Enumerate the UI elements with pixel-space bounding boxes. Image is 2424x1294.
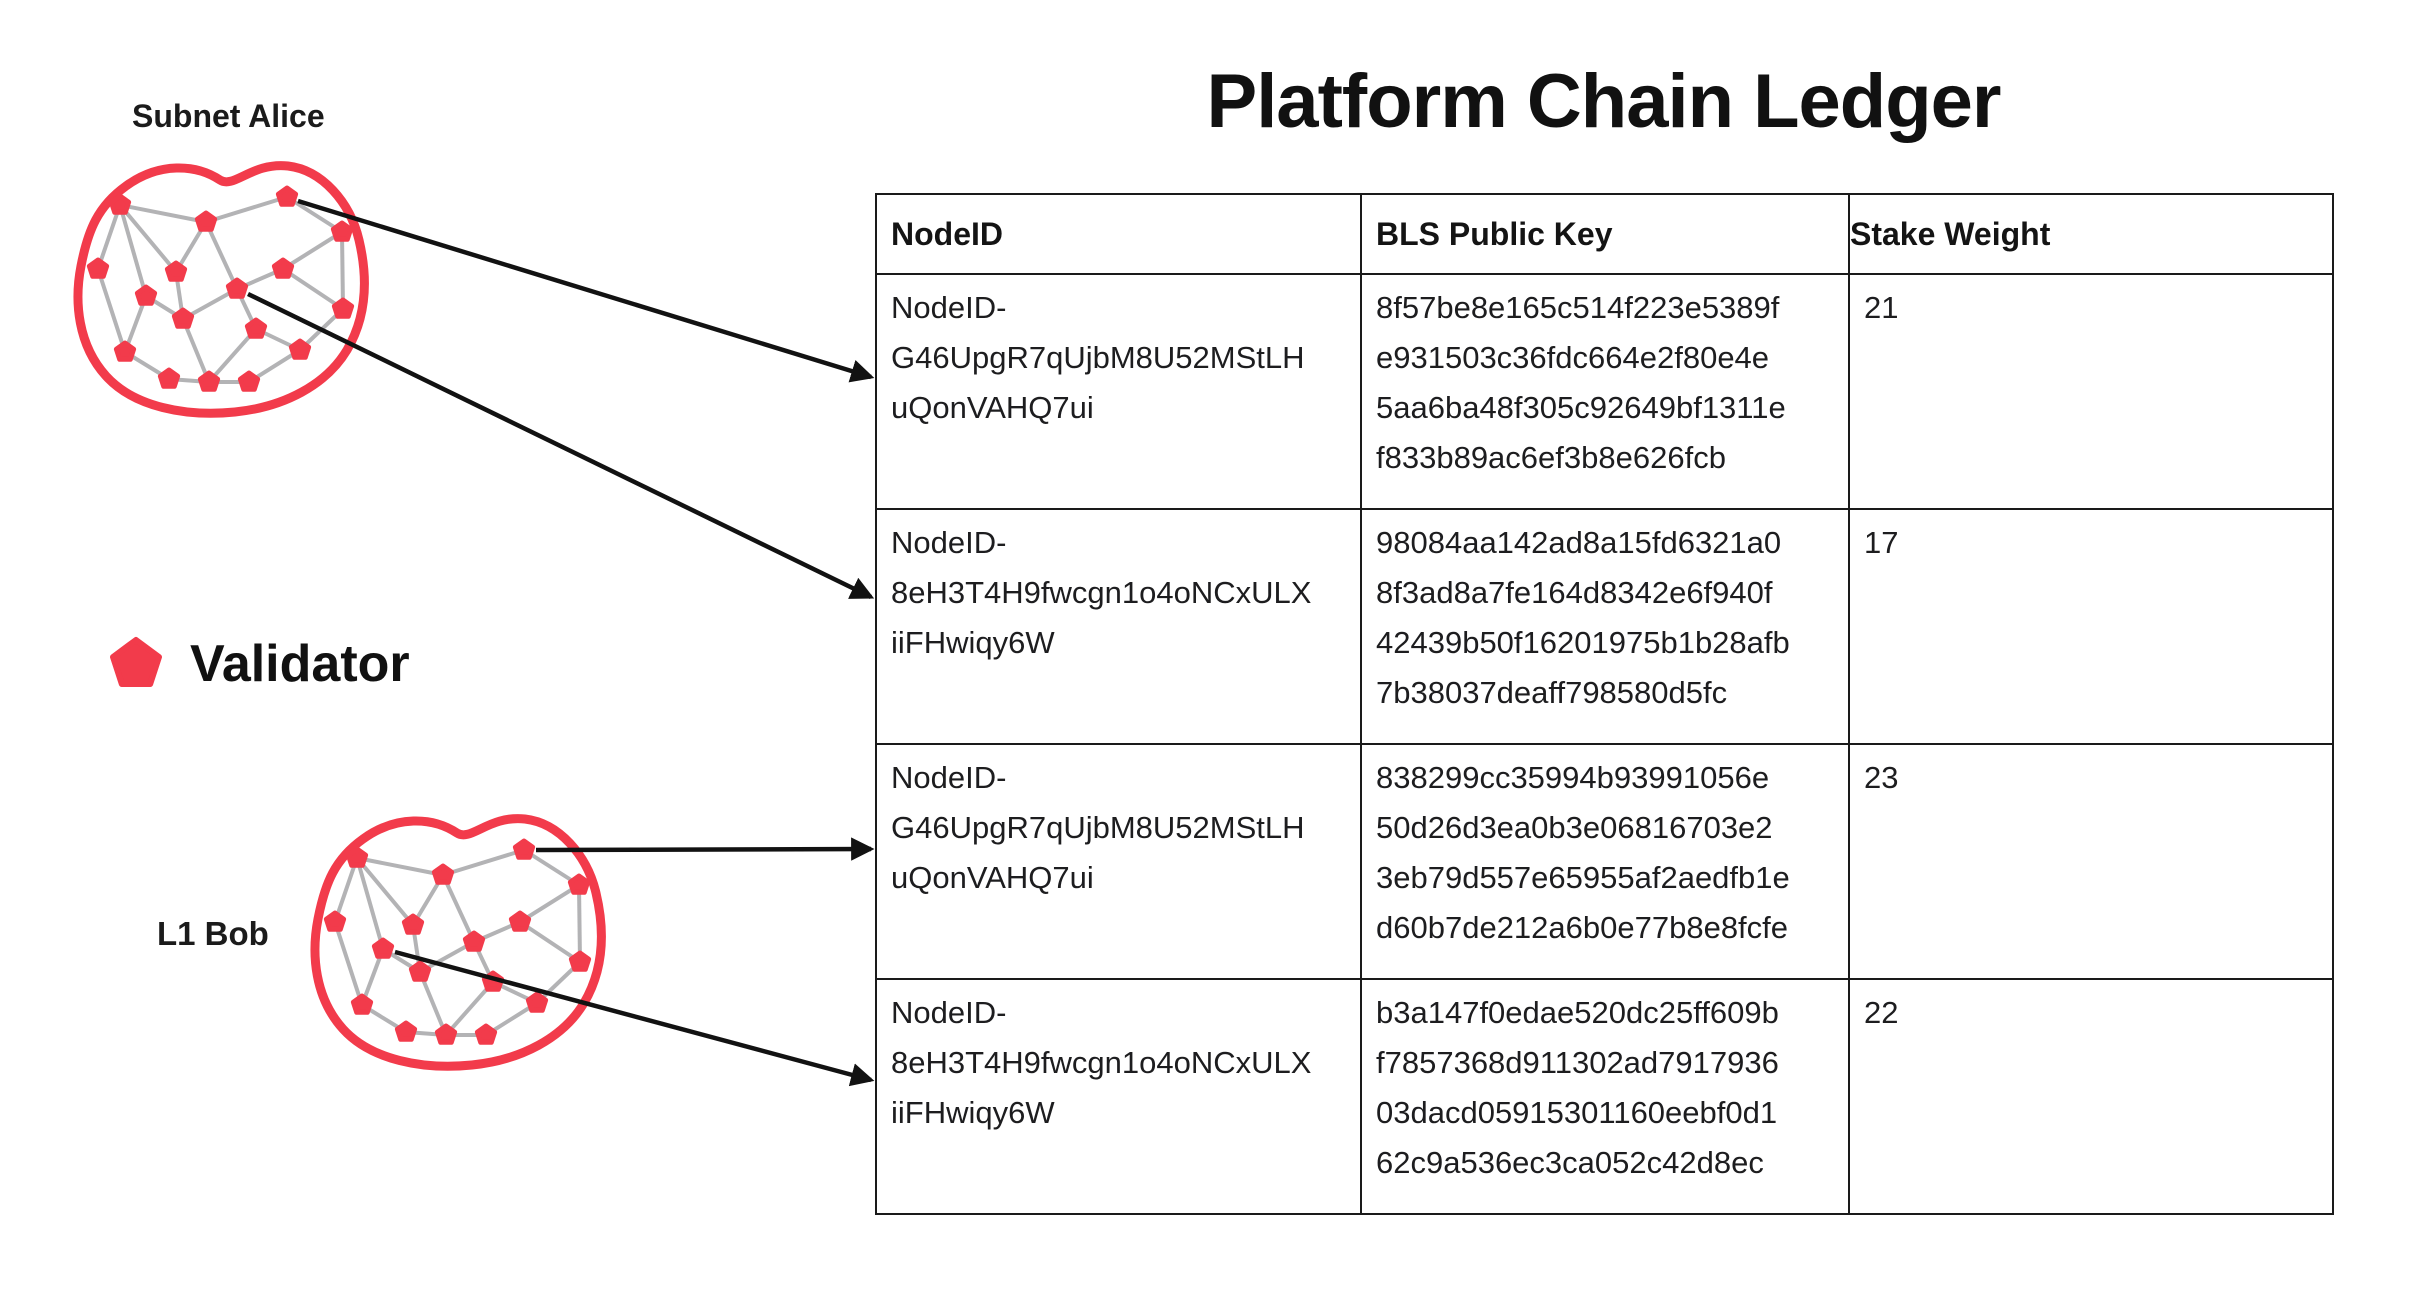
column-header-nodeid: NodeID: [875, 193, 1362, 275]
validator-node-icon: [508, 910, 532, 932]
platform-chain-ledger-table: NodeID BLS Public Key Stake Weight NodeI…: [875, 193, 2334, 1215]
validator-node-icon: [525, 991, 549, 1013]
table-row: NodeID- G46UpgR7qUjbM8U52MStLH uQonVAHQ7…: [875, 273, 2334, 510]
validator-pentagon-icon: [110, 637, 162, 687]
network-edge: [118, 203, 178, 274]
nodeid-cell: NodeID- 8eH3T4H9fwcgn1o4oNCxULX iiFHwiqy…: [875, 508, 1362, 745]
network-edge: [441, 874, 476, 943]
validator-legend-label: Validator: [190, 635, 410, 693]
network-edge: [518, 883, 581, 924]
validator-node-icon: [194, 210, 218, 232]
network-edge: [444, 980, 495, 1037]
l1-bob-label: L1 Bob: [157, 915, 269, 952]
bls-key-cell: 8f57be8e165c514f223e5389f e931503c36fdc6…: [1360, 273, 1850, 510]
network-edge: [577, 884, 582, 963]
validator-node-icon: [345, 846, 369, 868]
stake-weight-cell: 23: [1848, 743, 2334, 980]
validator-node-icon: [244, 317, 268, 339]
network-edge: [281, 230, 344, 271]
stake-weight-cell: 17: [1848, 508, 2334, 745]
bls-key-cell: 838299cc35994b93991056e 50d26d3ea0b3e068…: [1360, 743, 1850, 980]
subnet-boundary-blob: [310, 814, 606, 1071]
validator-node-icon: [323, 910, 347, 932]
network-edge: [340, 231, 345, 310]
network-edge: [355, 857, 385, 950]
validator-node-icon: [394, 1020, 418, 1042]
validator-node-icon: [330, 220, 354, 242]
network-edge: [333, 857, 359, 923]
validator-node-icon: [157, 367, 181, 389]
validator-node-icon: [431, 863, 455, 885]
validator-node-icon: [275, 185, 299, 207]
validator-node-icon: [512, 838, 536, 860]
network-edge: [418, 971, 448, 1036]
network-edge: [181, 318, 211, 383]
validator-node-icon: [371, 937, 395, 959]
validator-node-icon: [164, 260, 188, 282]
network-edge: [285, 195, 344, 234]
mapping-arrow: [297, 198, 875, 383]
validator-node-icon: [401, 913, 425, 935]
validator-node-icon: [134, 284, 158, 306]
network-edge: [356, 856, 444, 877]
validator-node-icon: [86, 257, 110, 279]
network-edge: [522, 848, 581, 887]
table-row: NodeID- 8eH3T4H9fwcgn1o4oNCxULX iiFHwiqy…: [875, 508, 2334, 745]
validator-node-icon: [567, 873, 591, 895]
validator-node-icon: [271, 257, 295, 279]
network-edge: [205, 195, 288, 224]
bls-key-cell: b3a147f0edae520dc25ff609b f7857368d91130…: [1360, 978, 1850, 1215]
nodeid-cell: NodeID- 8eH3T4H9fwcgn1o4oNCxULX iiFHwiqy…: [875, 978, 1362, 1215]
network-graph-l1-bob: [310, 814, 606, 1071]
validator-node-icon: [331, 297, 355, 319]
validator-node-icon: [462, 930, 486, 952]
table-row: NodeID- 8eH3T4H9fwcgn1o4oNCxULX iiFHwiqy…: [875, 978, 2334, 1215]
network-edge: [442, 848, 525, 877]
network-edge: [118, 204, 148, 297]
network-edge: [204, 221, 239, 290]
network-edge: [119, 203, 207, 224]
page-title: Platform Chain Ledger: [1206, 59, 2002, 144]
validator-node-icon: [408, 960, 432, 982]
subnet-boundary-blob: [73, 161, 369, 418]
validator-node-icon: [108, 193, 132, 215]
validator-node-icon: [350, 993, 374, 1015]
validator-legend: Validator: [108, 634, 410, 694]
stake-weight-cell: 22: [1848, 978, 2334, 1215]
subnet-alice-label: Subnet Alice: [132, 98, 325, 134]
network-edge: [281, 267, 345, 311]
validator-node-icon: [288, 338, 312, 360]
column-header-bls-public-key: BLS Public Key: [1360, 193, 1850, 275]
nodeid-cell: NodeID- G46UpgR7qUjbM8U52MStLH uQonVAHQ7…: [875, 273, 1362, 510]
bls-key-cell: 98084aa142ad8a15fd6321a0 8f3ad8a7fe164d8…: [1360, 508, 1850, 745]
nodeid-cell: NodeID- G46UpgR7qUjbM8U52MStLH uQonVAHQ7…: [875, 743, 1362, 980]
validator-node-icon: [237, 370, 261, 392]
network-edge: [518, 920, 582, 964]
mapping-arrow: [394, 949, 875, 1087]
column-header-stake-weight: Stake Weight: [1848, 193, 2334, 275]
network-edge: [355, 856, 415, 927]
table-header-row: NodeID BLS Public Key Stake Weight: [875, 193, 2334, 275]
mapping-arrow: [247, 291, 875, 600]
network-edge: [96, 268, 127, 353]
validator-node-icon: [225, 277, 249, 299]
network-edge: [333, 921, 364, 1006]
validator-node-icon: [113, 340, 137, 362]
network-graph-subnet-alice: [73, 161, 369, 418]
validator-node-icon: [568, 950, 592, 972]
validator-node-icon: [434, 1023, 458, 1045]
table-row: NodeID- G46UpgR7qUjbM8U52MStLH uQonVAHQ7…: [875, 743, 2334, 980]
mapping-arrow: [535, 837, 875, 861]
validator-node-icon: [197, 370, 221, 392]
network-edge: [96, 204, 122, 270]
network-edge: [207, 327, 258, 384]
validator-node-icon: [171, 307, 195, 329]
stake-weight-cell: 21: [1848, 273, 2334, 510]
validator-node-icon: [474, 1023, 498, 1045]
